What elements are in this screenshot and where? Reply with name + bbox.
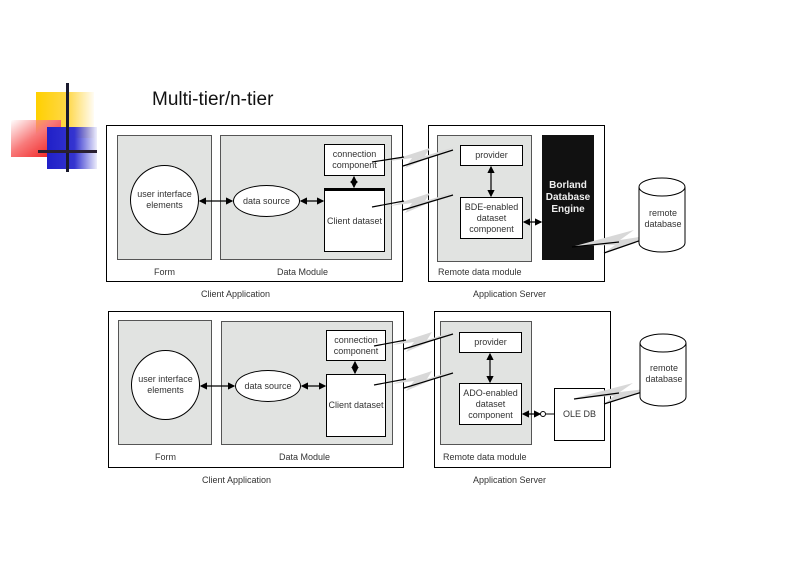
provider-box: provider [459,332,522,353]
data-source-ellipse: data source [233,185,300,217]
remote-database-label: remote database [644,208,682,229]
application-server-caption: Application Server [473,289,547,299]
borland-database-engine-box: Borland Database Engine [542,135,594,260]
ado-enabled-dataset-component-box: ADO-enabled dataset component [459,383,522,425]
form-label: Form [154,267,175,277]
connection-component-box: connection component [326,330,386,361]
data-module-label: Data Module [279,452,331,462]
bde-enabled-dataset-component-box: BDE-enabled dataset component [460,197,523,239]
logo-blue-square [47,127,97,169]
client-dataset-box: Client dataset [326,374,386,437]
client-dataset-box: Client dataset [324,188,385,252]
user-interface-elements-circle: user interface elements [130,165,199,235]
connection-component-box: connection component [324,144,385,176]
remote-data-module-label: Remote data module [438,267,522,277]
provider-box: provider [460,145,523,166]
logo-horizontal-line [38,150,97,153]
application-server-caption: Application Server [473,475,547,485]
remote-data-module-label: Remote data module [443,452,527,462]
client-application-caption: Client Application [201,289,271,299]
user-interface-elements-circle: user interface elements [131,350,200,420]
form-label: Form [155,452,176,462]
data-module-label: Data Module [277,267,329,277]
data-source-ellipse: data source [235,370,301,402]
remote-database-label: remote database [645,363,683,384]
ole-db-box: OLE DB [554,388,605,441]
client-application-caption: Client Application [202,475,272,485]
logo-vertical-line [66,83,69,172]
slide-title: Multi-tier/n-tier [152,89,274,110]
